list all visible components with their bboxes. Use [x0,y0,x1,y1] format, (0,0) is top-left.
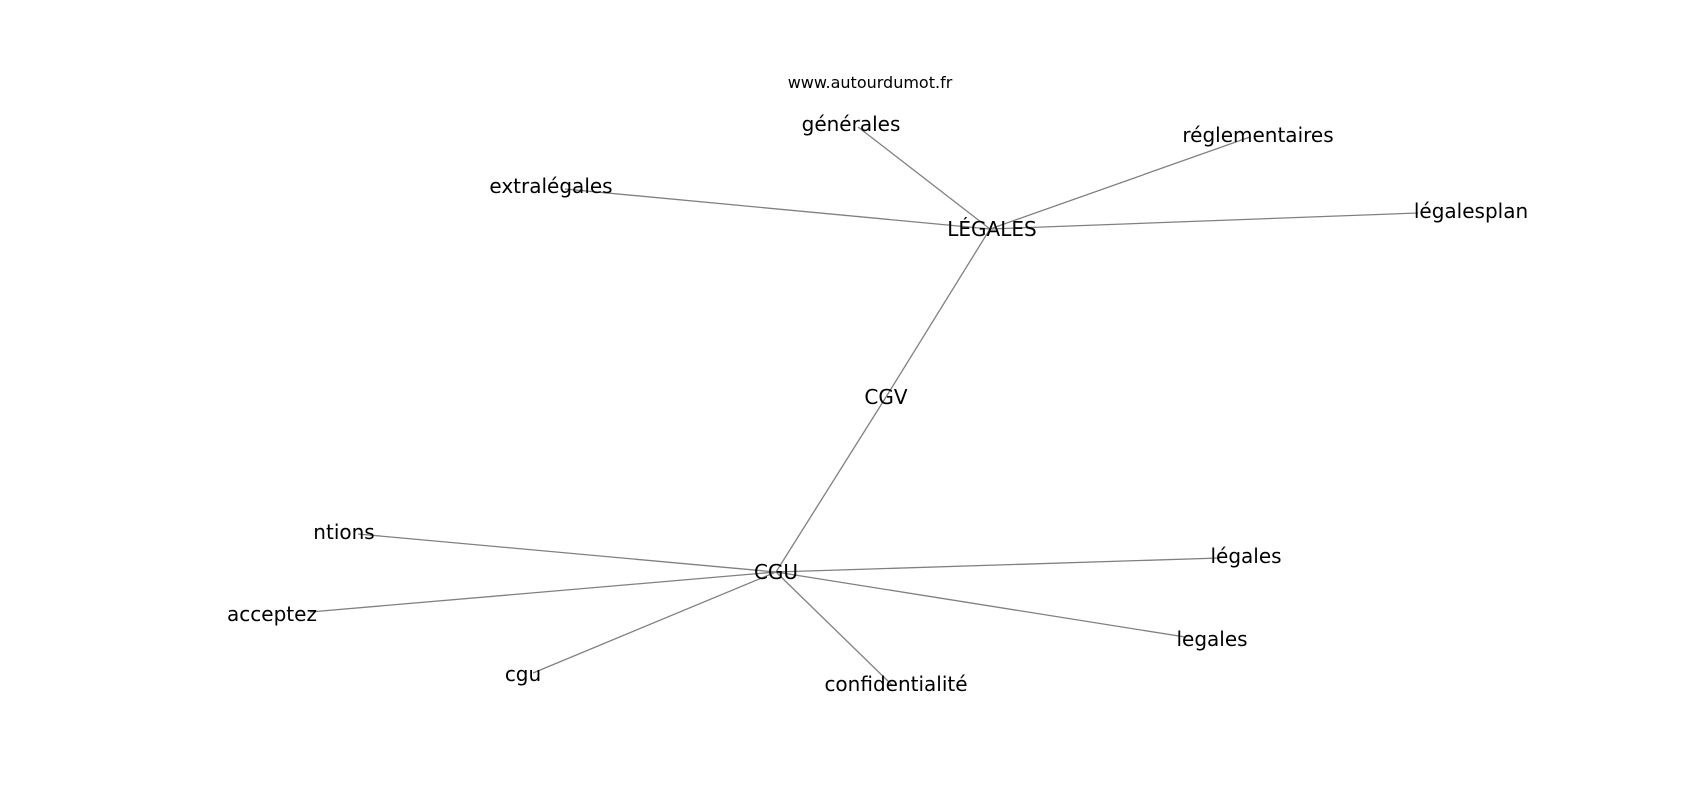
node-label-cgu_caps: CGU [754,560,798,584]
node-label-legales_caps: LÉGALES [947,217,1036,241]
node-label-confidentialite: confidentialité [824,672,967,696]
node-label-cgv: CGV [864,385,907,409]
node-label-cgu: cgu [505,662,541,686]
edge-cgu_caps-cgu [532,571,777,674]
edge-legales_caps-reglementaires [989,136,1251,230]
node-label-ntions: ntions [313,520,374,544]
node-label-legales_plain: legales [1176,627,1247,651]
edge-cgu_caps-legales_accent [775,557,1221,573]
edge-legales_caps-generales [857,126,991,230]
labels-layer: LÉGALES générales réglementaires extralégal… [227,112,1528,696]
edge-cgv-cgu_caps [775,396,887,573]
watermark-text: www.autourdumot.fr [788,73,953,92]
node-label-legales_accent: légales [1210,544,1281,568]
edge-cgu_caps-acceptez [309,571,777,613]
node-label-legalesplan: légalesplan [1414,199,1528,223]
edge-cgu_caps-ntions [357,533,777,573]
node-label-acceptez: acceptez [227,602,317,626]
edge-legales_caps-extralegales [564,188,991,230]
node-label-generales: générales [802,112,901,136]
edge-cgu_caps-legales_plain [775,571,1186,638]
node-label-reglementaires: réglementaires [1182,123,1333,147]
edge-legales_caps-cgv [885,228,991,398]
node-label-extralegales: extralégales [489,174,612,198]
edge-legales_caps-legalesplan [989,212,1419,230]
edges-layer [309,126,1419,686]
edge-cgu_caps-confidentialite [775,571,893,686]
